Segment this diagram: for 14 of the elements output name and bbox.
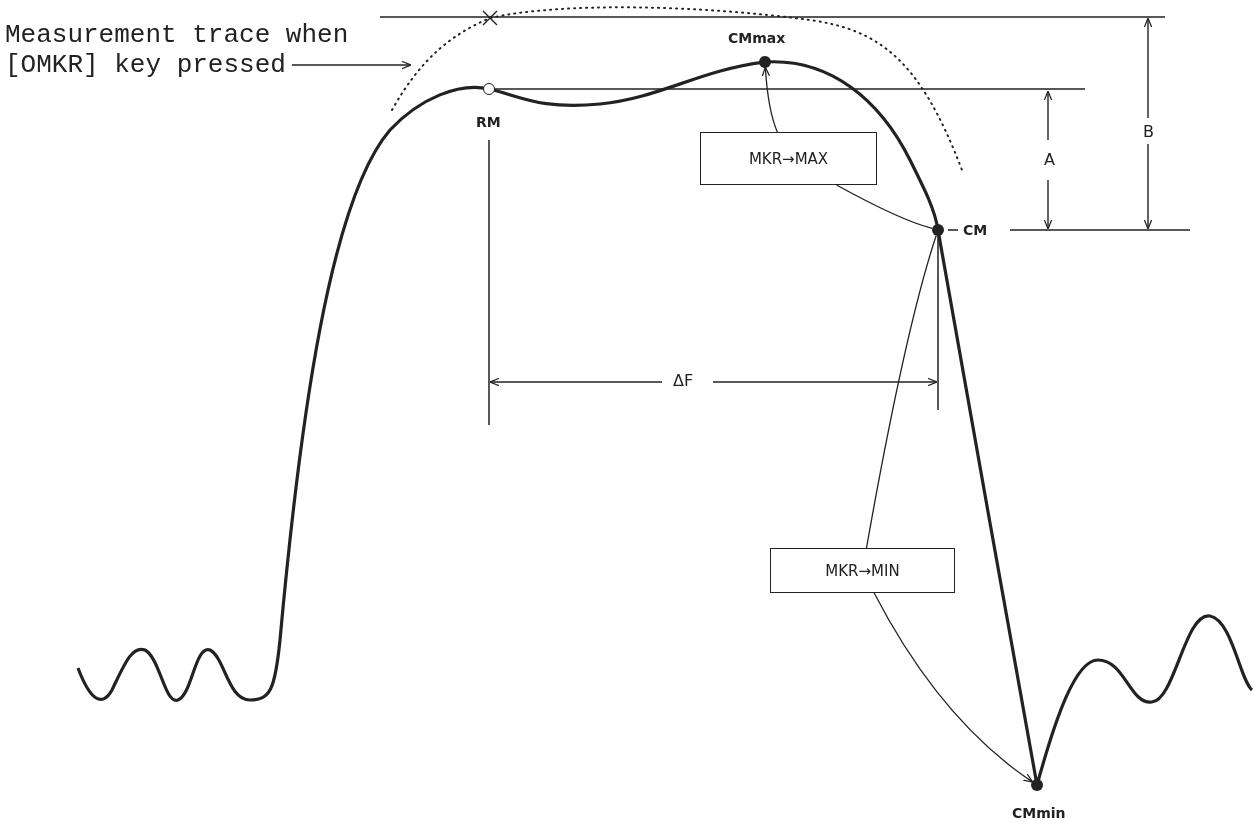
open-marker-dot xyxy=(483,83,495,95)
marker-label: RM xyxy=(476,114,501,130)
command-box: MKR→MAX xyxy=(700,132,877,185)
marker-label: CMmax xyxy=(728,30,786,46)
marker-dot xyxy=(759,56,771,68)
command-box: MKR→MIN xyxy=(770,548,955,593)
marker-label: CM xyxy=(963,222,988,238)
leader-line xyxy=(291,60,412,70)
marker-dot xyxy=(932,224,944,236)
callout-text: Measurement trace when [OMKR] key pressed xyxy=(5,20,370,82)
marker-dot xyxy=(1031,779,1043,791)
arrow xyxy=(873,592,1034,783)
arrow xyxy=(761,66,778,133)
marker-label: CMmin xyxy=(1012,805,1066,821)
